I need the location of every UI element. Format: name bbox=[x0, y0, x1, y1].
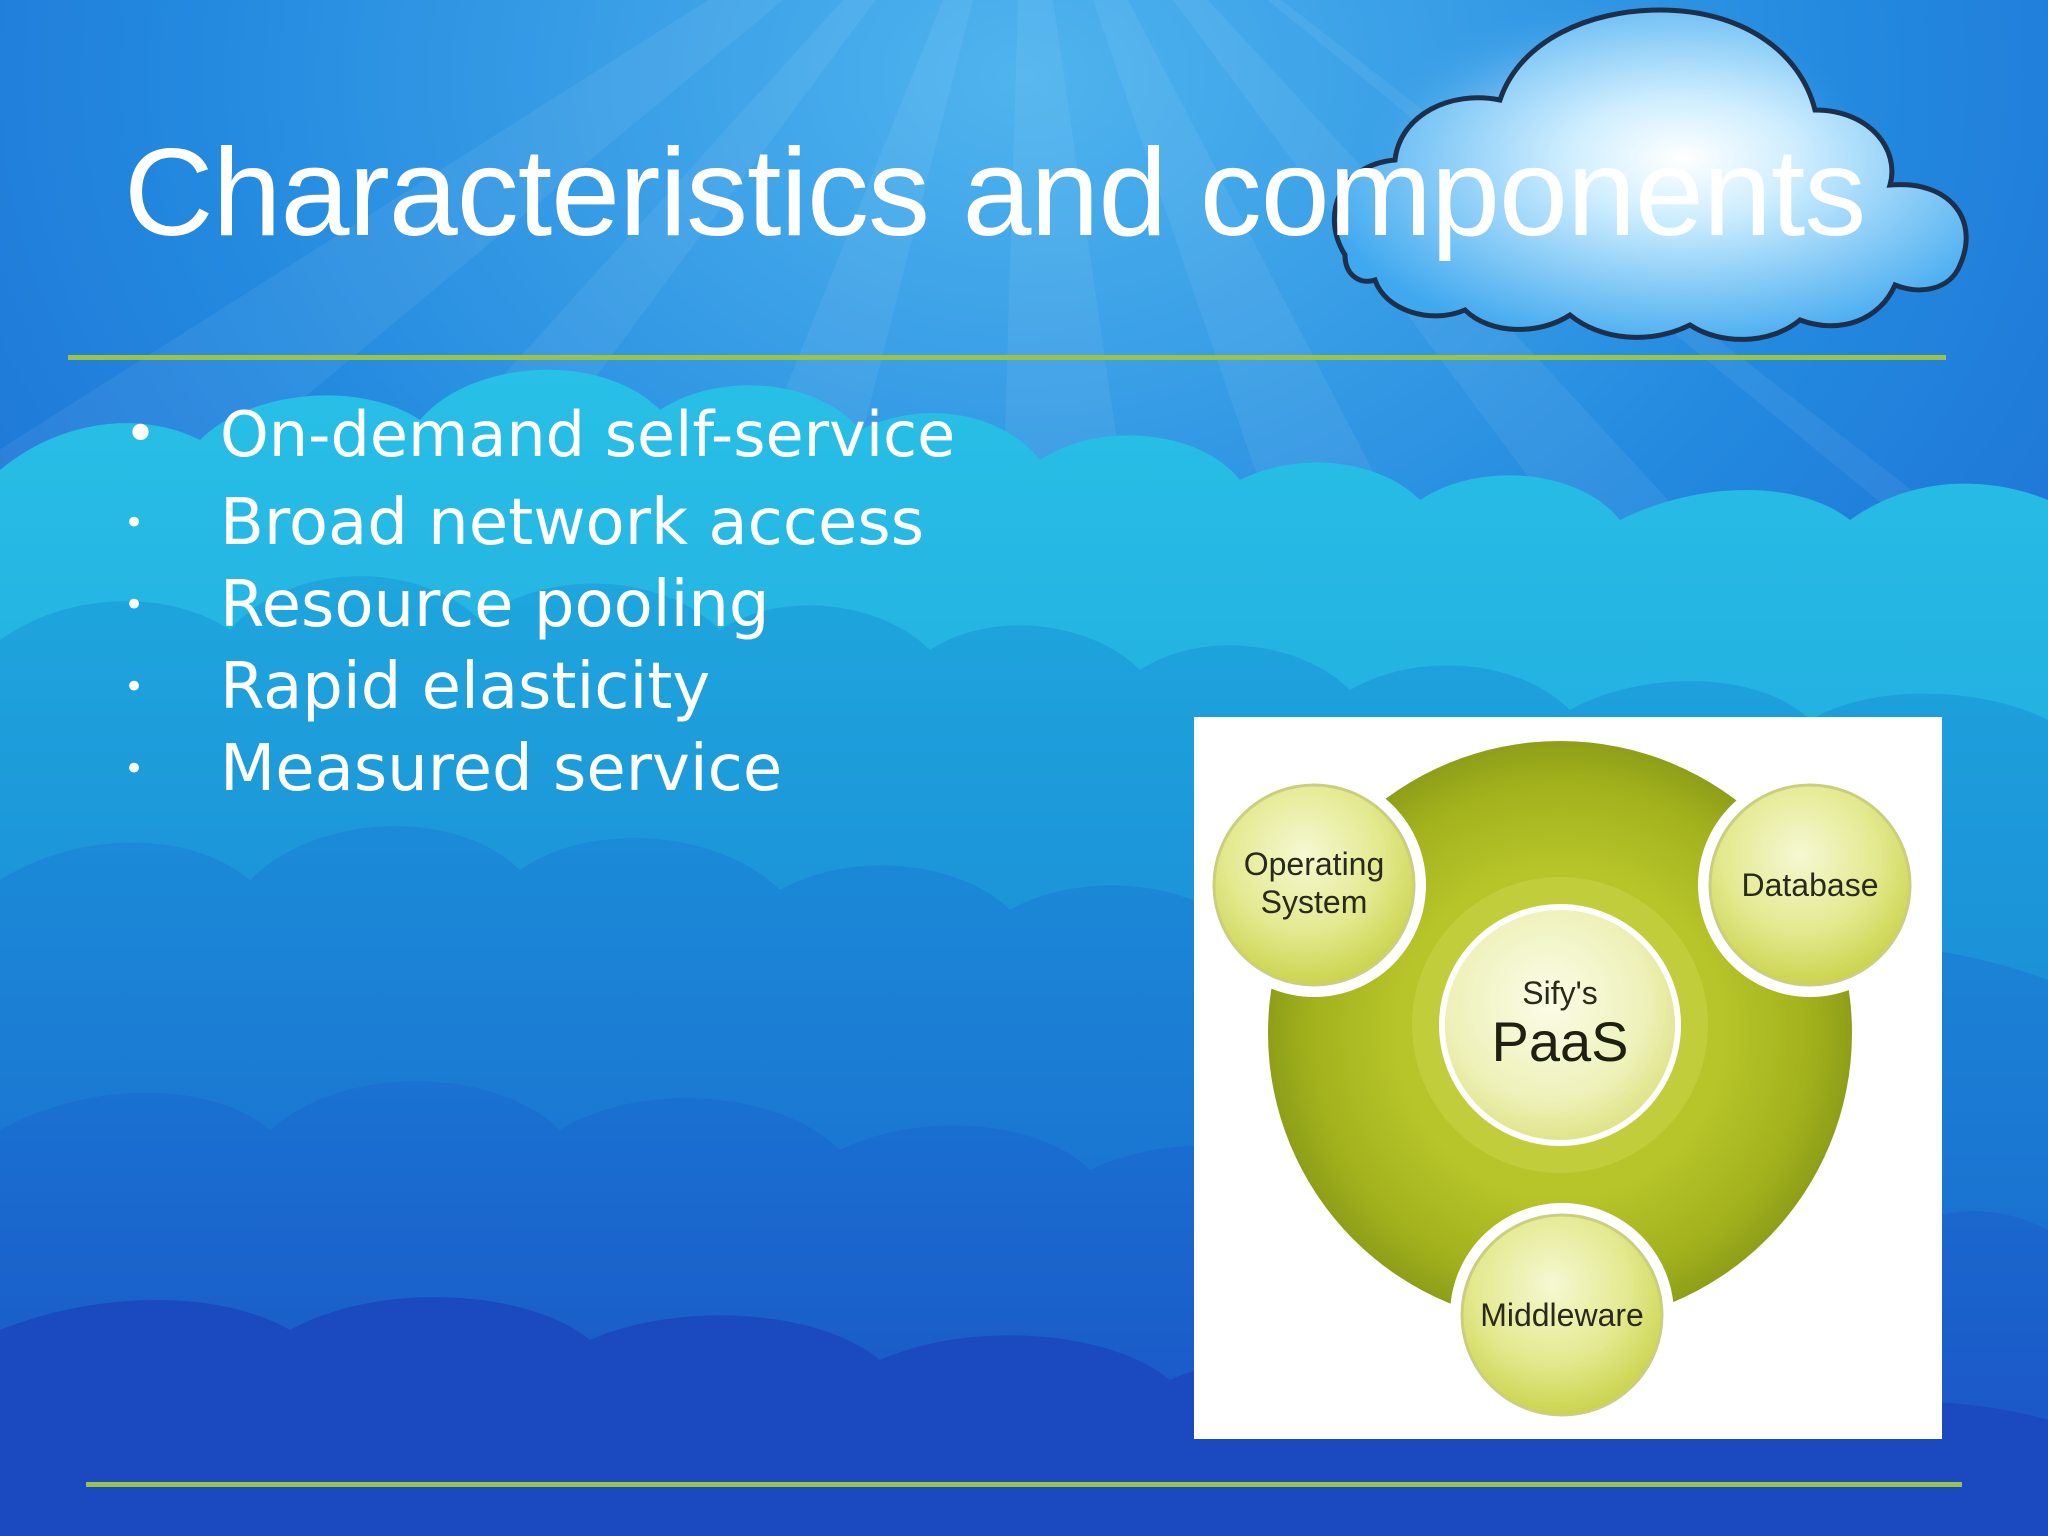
bullet-text: Measured service bbox=[220, 732, 783, 806]
center-label-top: Sify's bbox=[1522, 975, 1597, 1011]
bullet-text: Rapid elasticity bbox=[220, 650, 711, 724]
bullet-text: On-demand self-service bbox=[220, 398, 956, 471]
node-middleware-label: Middleware bbox=[1480, 1297, 1644, 1333]
node-database-label: Database bbox=[1742, 867, 1879, 903]
node-middleware: Middleware bbox=[1450, 1203, 1674, 1427]
bullet-icon: • bbox=[124, 667, 145, 707]
center-label-main: PaaS bbox=[1492, 1010, 1629, 1073]
node-operating-label-1: Operating bbox=[1244, 846, 1385, 882]
bullet-icon: • bbox=[124, 749, 145, 789]
bullet-text: Broad network access bbox=[220, 486, 925, 560]
center-circle bbox=[1439, 904, 1681, 1146]
bullet-text: Resource pooling bbox=[220, 568, 770, 642]
slide-title: Characteristics and components bbox=[124, 124, 1866, 262]
bullet-icon: • bbox=[124, 585, 145, 625]
node-operating-label-2: System bbox=[1261, 884, 1368, 920]
title-divider bbox=[68, 355, 1946, 360]
paas-diagram-image: Operating System Database Middleware Sif… bbox=[1194, 717, 1942, 1439]
node-database: Database bbox=[1698, 773, 1922, 997]
bullet-icon: • bbox=[124, 503, 145, 543]
node-operating-system: Operating System bbox=[1202, 773, 1426, 997]
paas-diagram: Operating System Database Middleware Sif… bbox=[1202, 741, 1922, 1427]
footer-divider bbox=[86, 1482, 1962, 1487]
bullet-icon: • bbox=[124, 402, 158, 467]
